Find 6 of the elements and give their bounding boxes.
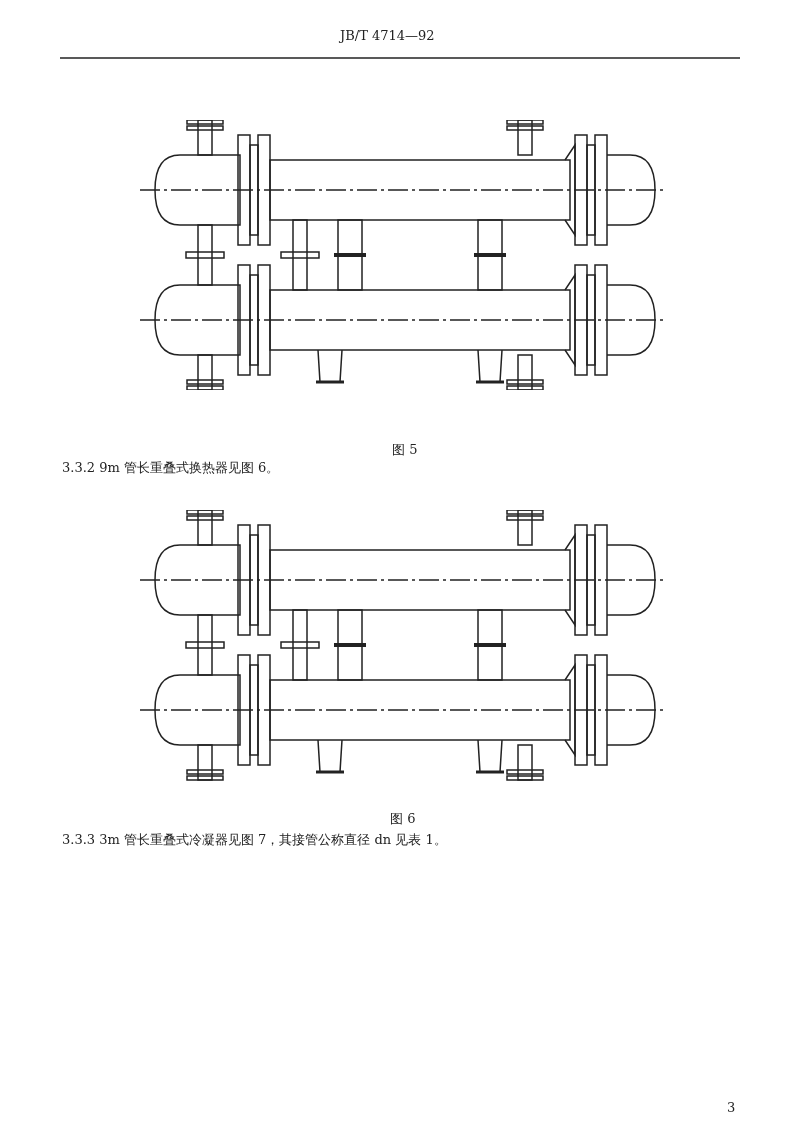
section-text: 3.3.3 3m 管长重叠式冷凝器见图 7，其接管公称直径 dn 见表 1。	[62, 831, 447, 849]
figure-caption: 图 6	[390, 810, 416, 828]
figure-caption: 图 5	[392, 441, 418, 459]
page-header: JB/T 4714—92	[340, 28, 435, 43]
page-number: 3	[727, 1100, 736, 1115]
section-text: 3.3.2 9m 管长重叠式换热器见图 6。	[62, 459, 280, 477]
